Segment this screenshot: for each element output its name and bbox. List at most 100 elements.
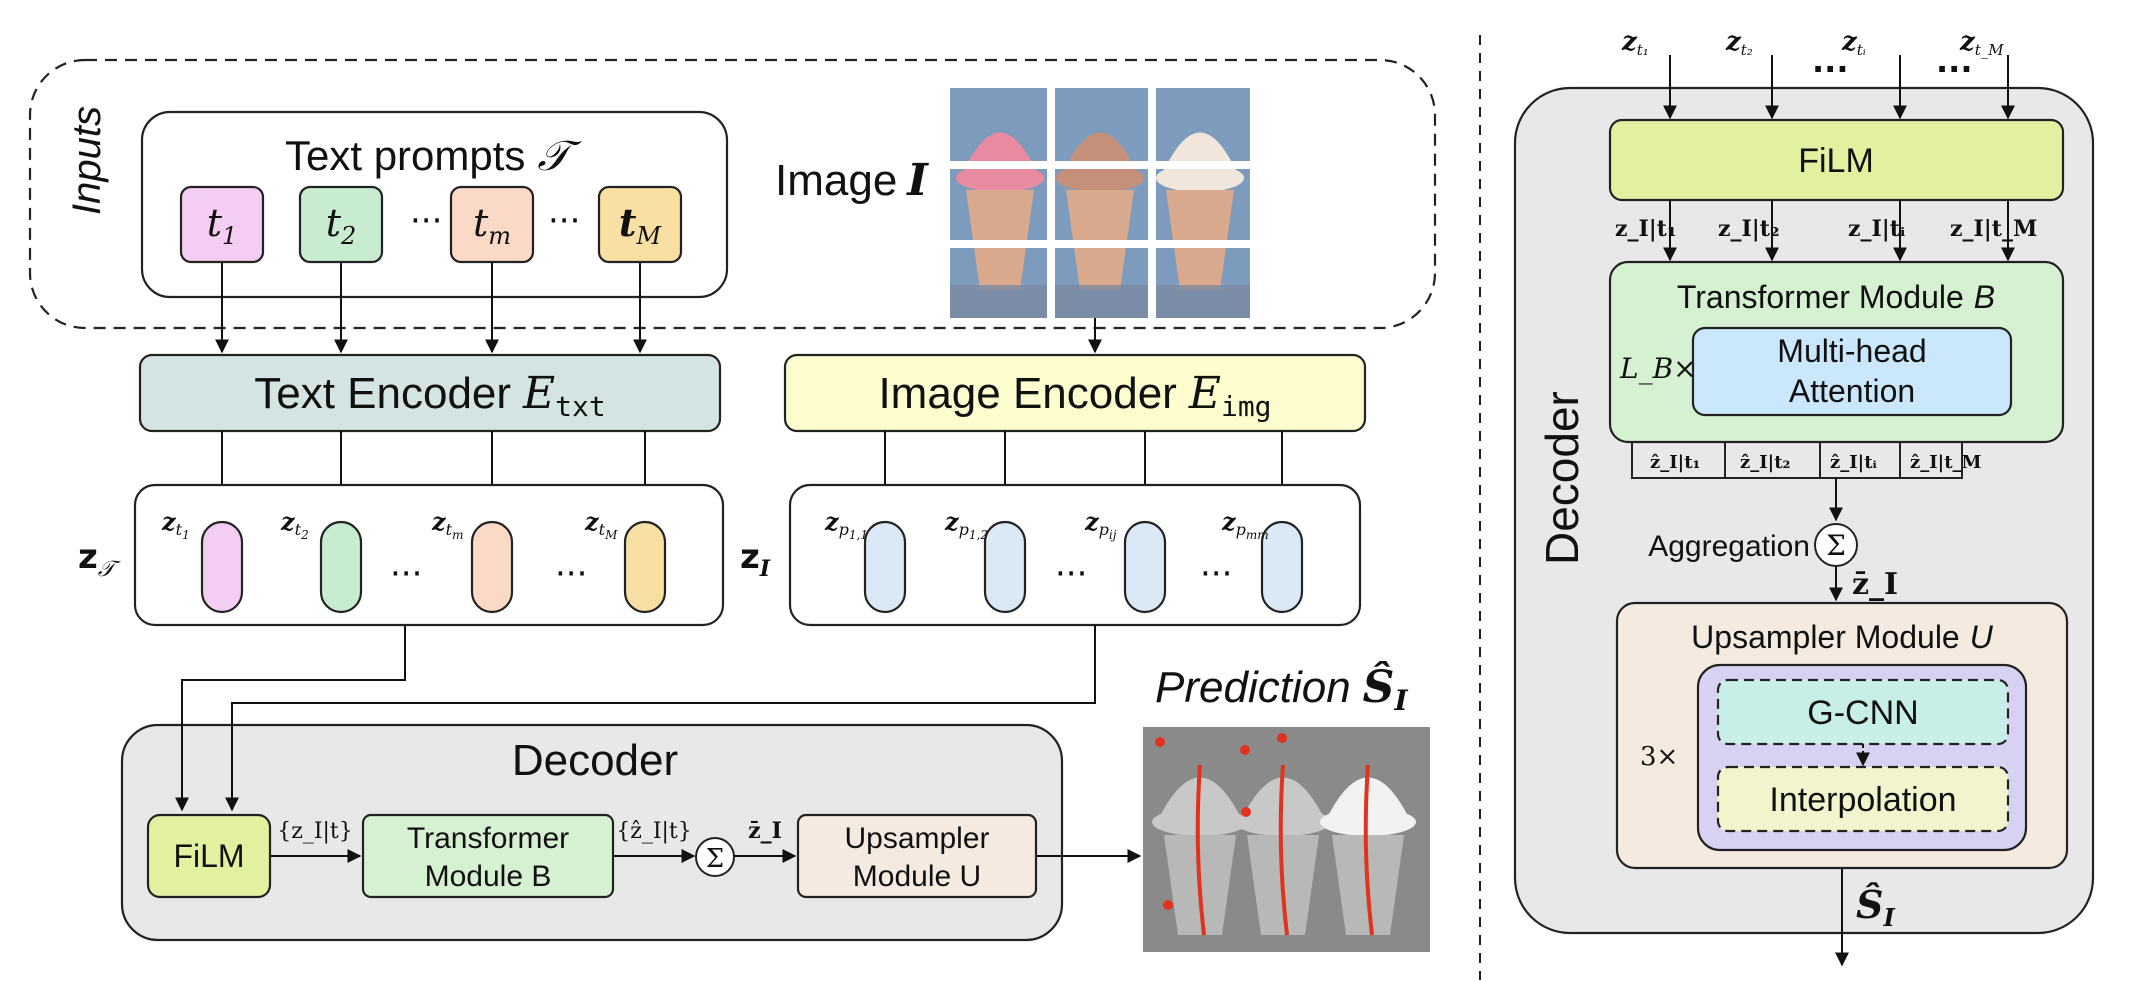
text-emb-ellipsis-2: ··· <box>555 554 587 594</box>
svg-text:ztm: ztm <box>431 507 463 542</box>
token-1: t1 <box>179 185 265 264</box>
image-embedding-3: zpij <box>1084 507 1167 614</box>
text-emb-ellipsis-1: ··· <box>390 554 422 594</box>
right-input-3: ztᵢ <box>1841 27 1866 59</box>
right-transformer-repeat: L_B× <box>1619 352 1697 385</box>
right-decoder-label: Decoder <box>1536 391 1588 565</box>
token-arrows <box>215 262 1102 354</box>
right-film-output-4: z_I|t_M <box>1950 216 2037 242</box>
right-input-2: zt₂ <box>1725 27 1753 59</box>
film-label: FiLM <box>173 838 244 874</box>
text-embedding-pills: zt1 zt2 ztm ztM <box>161 507 667 614</box>
interp-label: Interpolation <box>1769 781 1956 819</box>
right-transformer-output-3: ẑ_I|tᵢ <box>1830 452 1878 473</box>
right-input-ellipsis-1: ··· <box>1812 50 1848 88</box>
edge-label-1: {z_I|t} <box>277 819 353 844</box>
attention-label-2: Attention <box>1789 373 1915 409</box>
decoder-routing <box>175 625 1096 812</box>
image-embedding-1: zp1,1 <box>824 507 907 614</box>
edge-label-3: z̄_I <box>748 818 782 844</box>
right-transformer-output-4: ẑ_I|t_M <box>1910 452 1982 473</box>
inputs-frame <box>28 58 1437 330</box>
right-sum-symbol: Σ <box>1826 529 1846 562</box>
right-film-output-1: z_I|t₁ <box>1615 216 1677 242</box>
svg-text:zpmm: zpmm <box>1221 507 1269 542</box>
image-embeddings-set-label: zI <box>740 537 771 582</box>
svg-text:zt2: zt2 <box>280 507 309 542</box>
right-transformer-output-1: ẑ_I|t₁ <box>1650 452 1700 473</box>
token-2: t2 <box>298 185 384 264</box>
right-transformer-output-2: ẑ_I|t₂ <box>1740 452 1790 473</box>
right-output-label: ŜI <box>1856 882 1895 932</box>
aggregation-label: Aggregation <box>1648 530 1810 563</box>
agg-output-label: z̄_I <box>1852 567 1898 602</box>
upsampler-label-2: Module U <box>853 860 981 893</box>
img-emb-ellipsis-2: ··· <box>1200 554 1232 594</box>
right-input-arrows <box>1663 55 2015 120</box>
text-embeddings-set-label: z𝒯 <box>78 537 122 582</box>
text-prompts-box <box>140 110 729 299</box>
transformer-tab-dividers <box>1724 442 1901 478</box>
input-image <box>950 88 1250 318</box>
svg-text:ztM: ztM <box>584 507 618 542</box>
svg-text:zt1: zt1 <box>161 507 190 542</box>
right-film-label: FiLM <box>1798 142 1874 180</box>
image-embeddings-box <box>788 483 1362 627</box>
token-3: tm <box>449 185 535 264</box>
right-transformer-output-labels: ẑ_I|t₁ ẑ_I|t₂ ẑ_I|tᵢ ẑ_I|t_M <box>1650 452 1982 473</box>
text-tokens: t1 t2 tm tM <box>179 185 683 264</box>
text-encoder-box <box>138 353 722 433</box>
svg-text:t1: t1 <box>207 201 238 250</box>
attention-box <box>1691 326 2013 417</box>
gcnn-label: G-CNN <box>1807 694 1918 732</box>
right-film-output-2: z_I|t₂ <box>1718 216 1780 242</box>
edge-label-2: {ẑ_I|t} <box>616 819 692 844</box>
image-embedding-pills: zp1,1 zp1,2 zpij zpmm <box>824 507 1304 614</box>
transformer-label-1: Transformer <box>407 822 569 855</box>
token-ellipsis-1: ··· <box>410 201 442 241</box>
transformer-label-2: Module B <box>425 860 552 893</box>
right-film-arrows <box>1663 200 2015 262</box>
transformer-output-tabs <box>1631 442 1963 479</box>
right-input-1: zt₁ <box>1621 27 1649 59</box>
right-input-ellipsis-2: ··· <box>1936 50 1972 88</box>
attention-label-1: Multi-head <box>1777 333 1926 369</box>
svg-text:t2: t2 <box>326 201 357 250</box>
svg-text:zp1,2: zp1,2 <box>944 507 988 542</box>
right-upsampler-repeat: 3× <box>1640 742 1678 772</box>
svg-text:zp1,1: zp1,1 <box>824 507 868 542</box>
svg-text:tM: tM <box>619 200 663 250</box>
right-film-box <box>1608 118 2065 202</box>
prediction-image <box>1143 727 1430 952</box>
img-emb-ellipsis-1: ··· <box>1055 554 1087 594</box>
text-embeddings-box <box>133 483 725 627</box>
image-encoder-box <box>783 353 1367 433</box>
decoder-title: Decoder <box>512 736 678 785</box>
right-input-labels: zt₁ zt₂ ztᵢ zt_M <box>1621 27 2004 59</box>
token-4: tM <box>597 185 683 264</box>
sum-symbol: Σ <box>706 844 724 874</box>
text-embedding-1: zt1 <box>161 507 244 614</box>
text-embedding-2: zt2 <box>280 507 363 614</box>
text-embedding-3: ztm <box>431 507 514 614</box>
image-embedding-4: zpmm <box>1221 507 1304 614</box>
image-embedding-2: zp1,2 <box>944 507 1027 614</box>
right-film-output-3: z_I|tᵢ <box>1848 216 1905 242</box>
interp-box <box>1716 765 2010 833</box>
upsampler-label-1: Upsampler <box>844 822 989 855</box>
token-ellipsis-2: ··· <box>548 201 580 241</box>
text-embedding-4: ztM <box>584 507 667 614</box>
right-input-4: zt_M <box>1959 27 2004 59</box>
right-film-output-labels: z_I|t₁ z_I|t₂ z_I|tᵢ z_I|t_M <box>1615 216 2037 242</box>
svg-text:tm: tm <box>473 201 511 250</box>
svg-text:zpij: zpij <box>1084 507 1117 542</box>
inputs-label: Inputs <box>65 106 109 215</box>
